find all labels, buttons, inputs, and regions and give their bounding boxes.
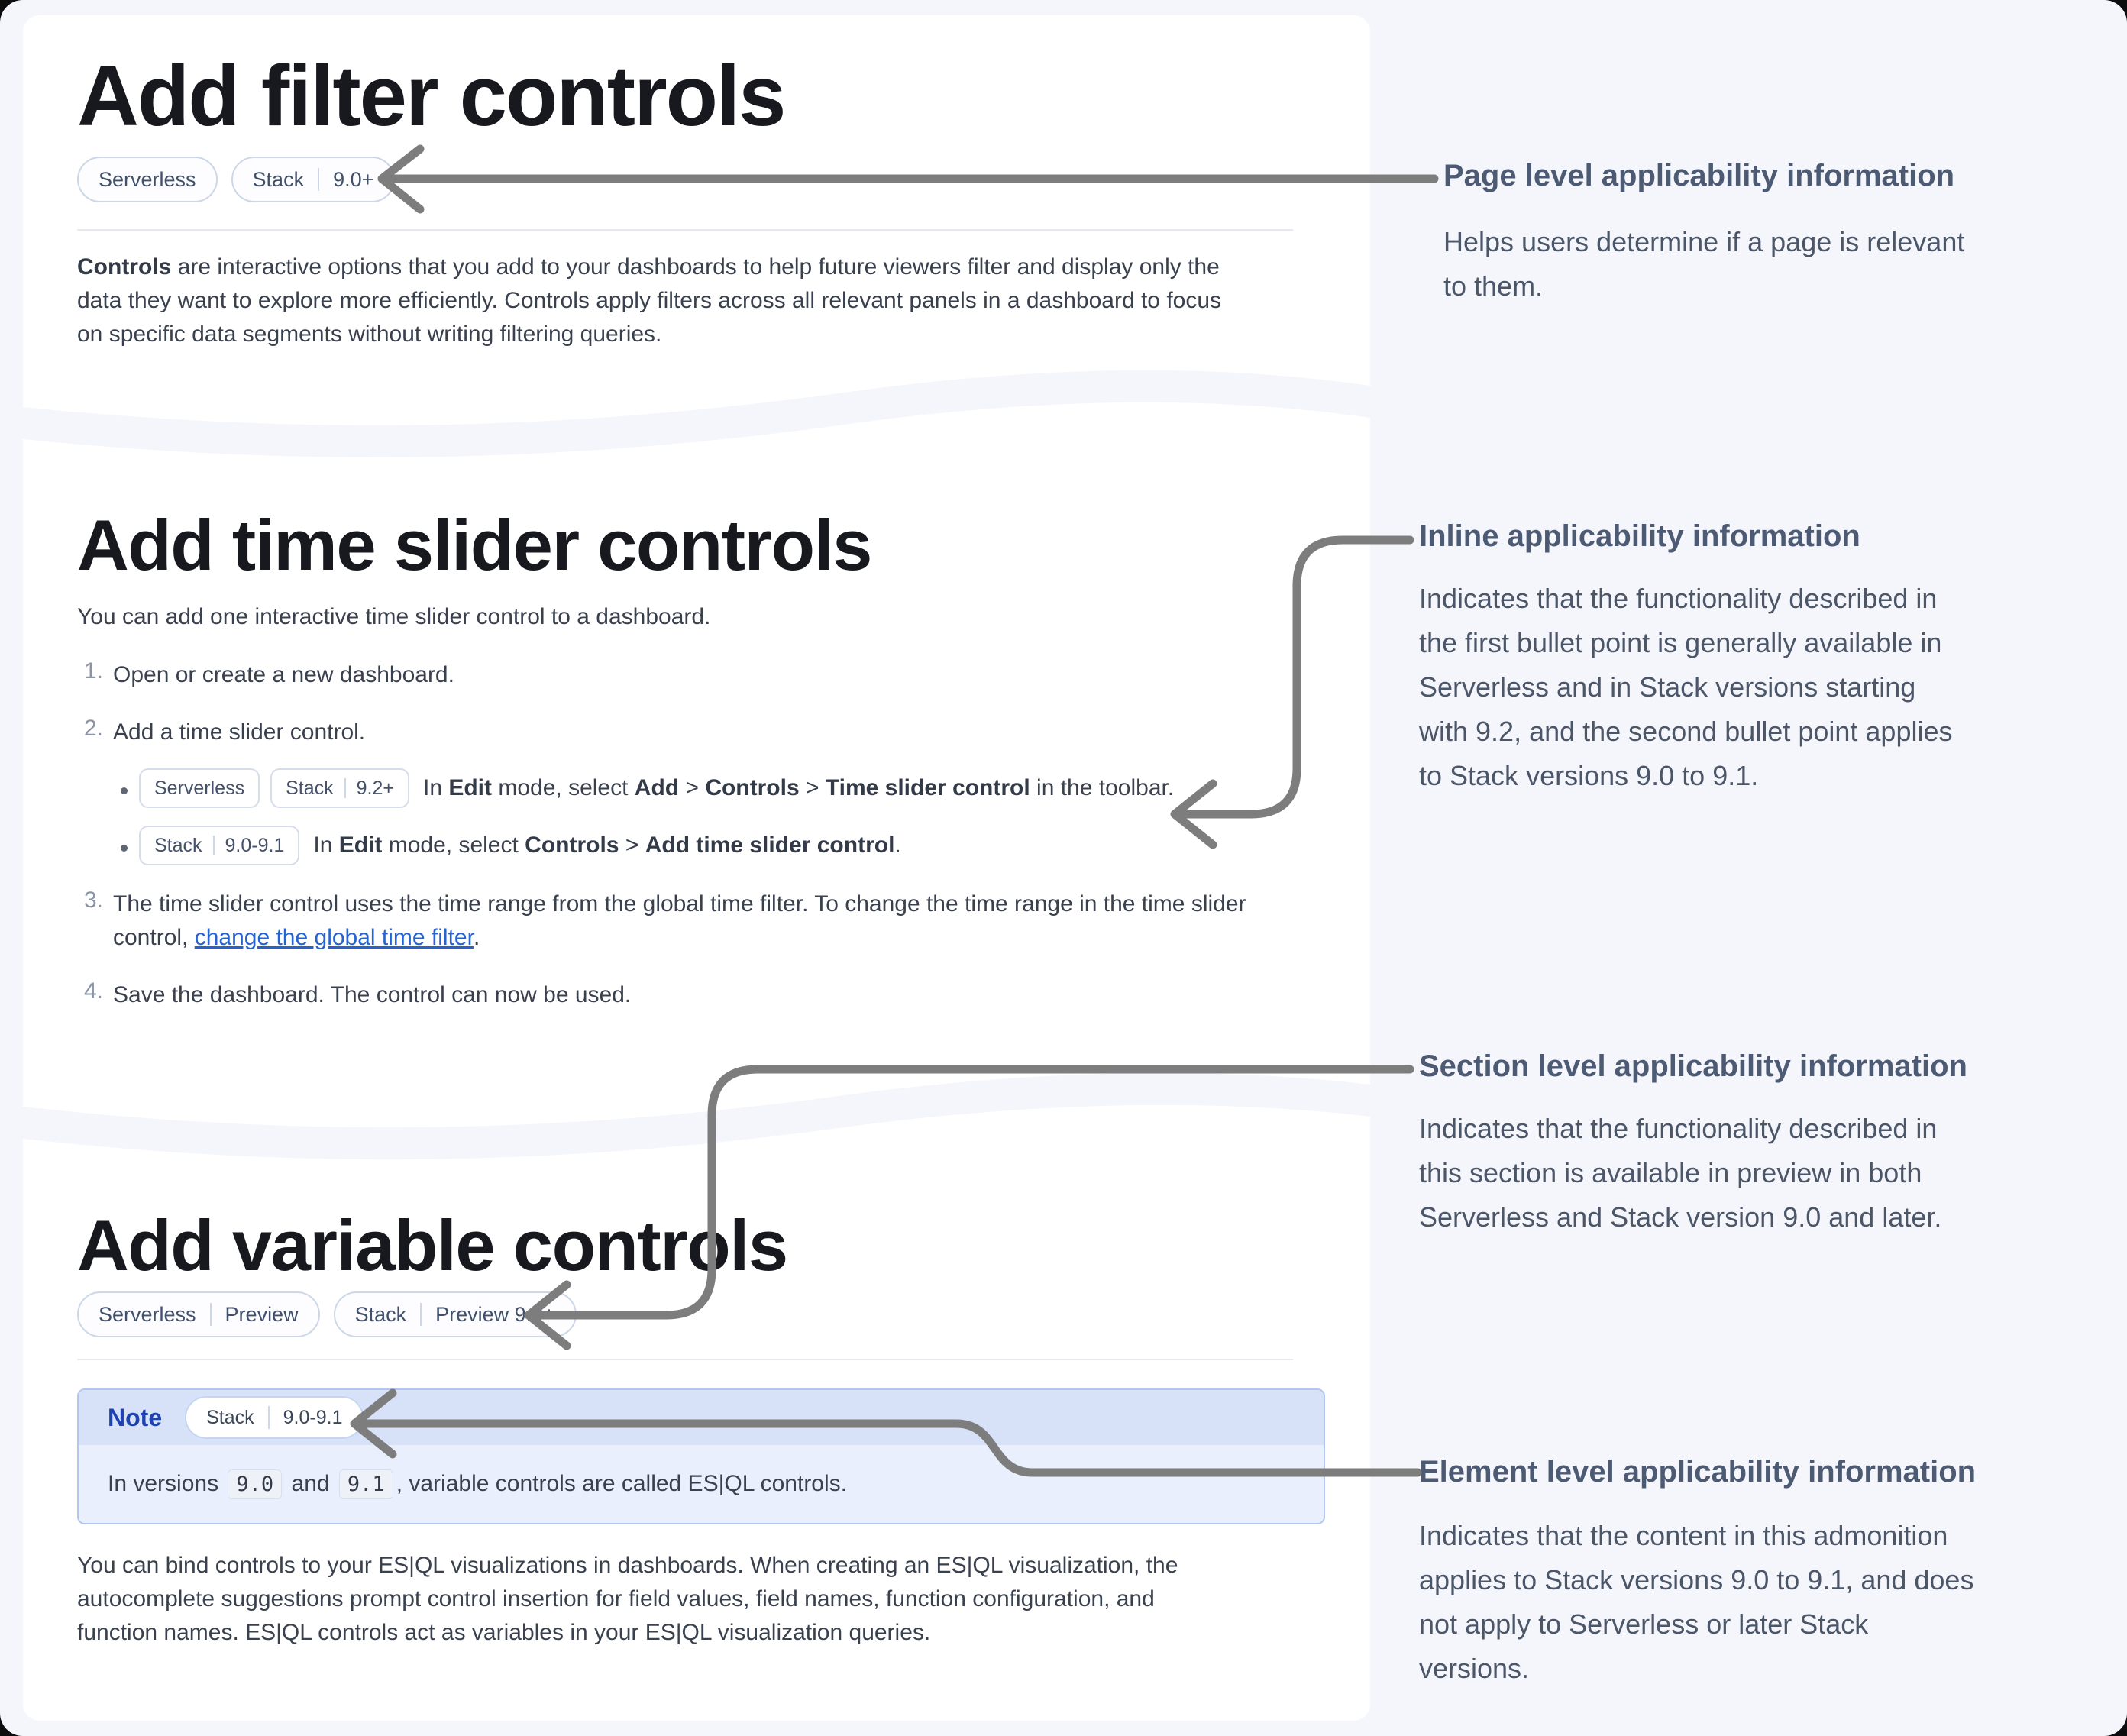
annotation-heading-element-level: Element level applicability information — [1419, 1455, 1977, 1489]
step-4: Save the dashboard. The control can now … — [113, 978, 631, 1012]
bullet-item-1: Serverless Stack 9.2+ In Edit mode, select… — [139, 768, 1174, 808]
section-title-time-slider: Add time slider controls — [77, 505, 872, 585]
badge-text: Serverless — [154, 777, 245, 799]
bold-text: Controls — [525, 832, 619, 858]
text-segment: In versions — [108, 1471, 225, 1496]
badge-divider — [420, 1303, 422, 1326]
note-text: In versions 9.0 and 9.1, variable contro… — [108, 1469, 847, 1499]
paragraph-text: are interactive options that you add to … — [77, 254, 1222, 347]
applicability-badge[interactable]: Stack Preview 9.0+ — [333, 1291, 577, 1337]
note-body: In versions 9.0 and 9.1, variable contro… — [79, 1445, 1324, 1523]
text-segment: . — [894, 832, 901, 858]
bullet-item-2: Stack 9.0-9.1 In Edit mode, select Contro… — [139, 826, 901, 865]
applicability-badge[interactable]: Stack 9.0-9.1 — [139, 826, 300, 865]
divider — [77, 1359, 1293, 1360]
bullet-dot — [121, 787, 128, 794]
page-title: Add filter controls — [77, 48, 786, 144]
text-segment: . — [473, 925, 480, 950]
annotation-heading-section-level: Section level applicability information — [1419, 1049, 1967, 1083]
divider — [77, 229, 1293, 231]
badge-text: Preview 9.0+ — [435, 1302, 555, 1326]
bold-text: Add time slider control — [645, 832, 895, 858]
badge-text: 9.0-9.1 — [225, 834, 285, 856]
bold-text: Add — [634, 775, 680, 800]
inline-applicability-badges: Serverless Stack 9.2+ — [139, 768, 409, 808]
bold-text: Controls — [705, 775, 800, 800]
badge-divider — [209, 1303, 212, 1326]
text-segment: In — [422, 775, 449, 800]
bullet-dot — [121, 845, 128, 852]
note-label: Note — [108, 1403, 163, 1431]
applicability-badge[interactable]: Serverless — [77, 157, 218, 202]
note-admonition: Note Stack 9.0-9.1 In versions 9.0 and 9.… — [77, 1388, 1325, 1524]
text-segment: > — [619, 832, 645, 858]
time-slider-intro: You can add one interactive time slider … — [77, 604, 711, 629]
text-segment: Add a time slider control. — [113, 719, 366, 745]
badge-divider — [344, 778, 346, 798]
bullet-text: In Edit mode, select Controls > Add time… — [313, 832, 900, 858]
bullet-text: In Edit mode, select Add > Controls > Ti… — [423, 775, 1174, 801]
badge-divider — [212, 836, 215, 855]
badge-text: Stack — [252, 167, 305, 191]
text-segment: The time slider control uses the time ra… — [113, 891, 1246, 950]
badge-text: Stack — [286, 777, 334, 799]
badge-text: 9.2+ — [356, 777, 394, 799]
badge-text: Stack — [354, 1302, 407, 1326]
applicability-badge[interactable]: Stack 9.2+ — [270, 768, 409, 808]
note-applicability-badges: Stack 9.0-9.1 — [185, 1396, 364, 1439]
filter-controls-paragraph: Controls are interactive options that yo… — [77, 251, 1307, 351]
inline-applicability-badges: Stack 9.0-9.1 — [139, 826, 300, 865]
code-span: 9.1 — [338, 1469, 393, 1499]
note-header: Note Stack 9.0-9.1 — [79, 1390, 1324, 1445]
badge-text: Preview — [225, 1302, 299, 1326]
applicability-badge[interactable]: Serverless Preview — [77, 1291, 320, 1337]
code-span: 9.0 — [228, 1469, 283, 1499]
step-2: Add a time slider control. — [113, 716, 365, 749]
text-segment: mode, select — [382, 832, 525, 858]
applicability-badge[interactable]: Stack 9.0-9.1 — [185, 1396, 364, 1439]
badge-text: Serverless — [99, 167, 196, 191]
text-segment: mode, select — [492, 775, 635, 800]
applicability-badge[interactable]: Stack 9.0+ — [231, 157, 396, 202]
text-segment: In — [313, 832, 339, 858]
global-time-filter-link[interactable]: change the global time filter — [194, 925, 474, 950]
bold-text: Edit — [448, 775, 493, 800]
annotation-heading-inline: Inline applicability information — [1419, 519, 1860, 553]
text-segment: > — [799, 775, 826, 800]
badge-divider — [318, 168, 320, 191]
text-segment: Open or create a new dashboard. — [113, 662, 454, 687]
applicability-badge[interactable]: Serverless — [139, 768, 260, 808]
text-segment: Save the dashboard. The control can now … — [113, 982, 632, 1007]
bold-text: Time slider control — [825, 775, 1030, 800]
step-number: 3. — [84, 887, 104, 913]
section-title-variable: Add variable controls — [77, 1205, 788, 1285]
step-number: 4. — [84, 978, 104, 1004]
page-applicability-badges: Serverless Stack 9.0+ — [77, 157, 396, 202]
badge-text: 9.0+ — [333, 167, 374, 191]
badge-text: Stack — [154, 834, 202, 856]
badge-divider — [267, 1406, 270, 1429]
variable-controls-paragraph: You can bind controls to your ES|QL visu… — [77, 1553, 1178, 1645]
annotation-heading-page-level: Page level applicability information — [1443, 159, 1955, 192]
step-number: 1. — [84, 658, 104, 684]
badge-text: Stack — [206, 1406, 254, 1428]
annotation-body-inline: Indicates that the functionality describ… — [1419, 583, 1953, 791]
section-applicability-badges: Serverless Preview Stack Preview 9.0+ — [77, 1291, 577, 1337]
text-segment: > — [679, 775, 706, 800]
text-segment: , variable controls are called ES|QL con… — [396, 1471, 847, 1496]
badge-text: Serverless — [99, 1302, 196, 1326]
annotation-body-section-level: Indicates that the functionality describ… — [1419, 1113, 1942, 1233]
step-1: Open or create a new dashboard. — [113, 658, 454, 692]
step-3: The time slider control uses the time ra… — [113, 887, 1335, 955]
step-number: 2. — [84, 716, 104, 741]
text-segment: in the toolbar. — [1030, 775, 1175, 800]
badge-text: 9.0-9.1 — [283, 1406, 343, 1428]
annotation-body-element-level: Indicates that the content in this admon… — [1419, 1520, 1974, 1684]
paragraph-bold-lead: Controls — [77, 254, 172, 280]
text-segment: and — [285, 1471, 336, 1496]
annotation-body-page-level: Helps users determine if a page is relev… — [1443, 226, 1965, 302]
bold-text: Edit — [338, 832, 383, 858]
